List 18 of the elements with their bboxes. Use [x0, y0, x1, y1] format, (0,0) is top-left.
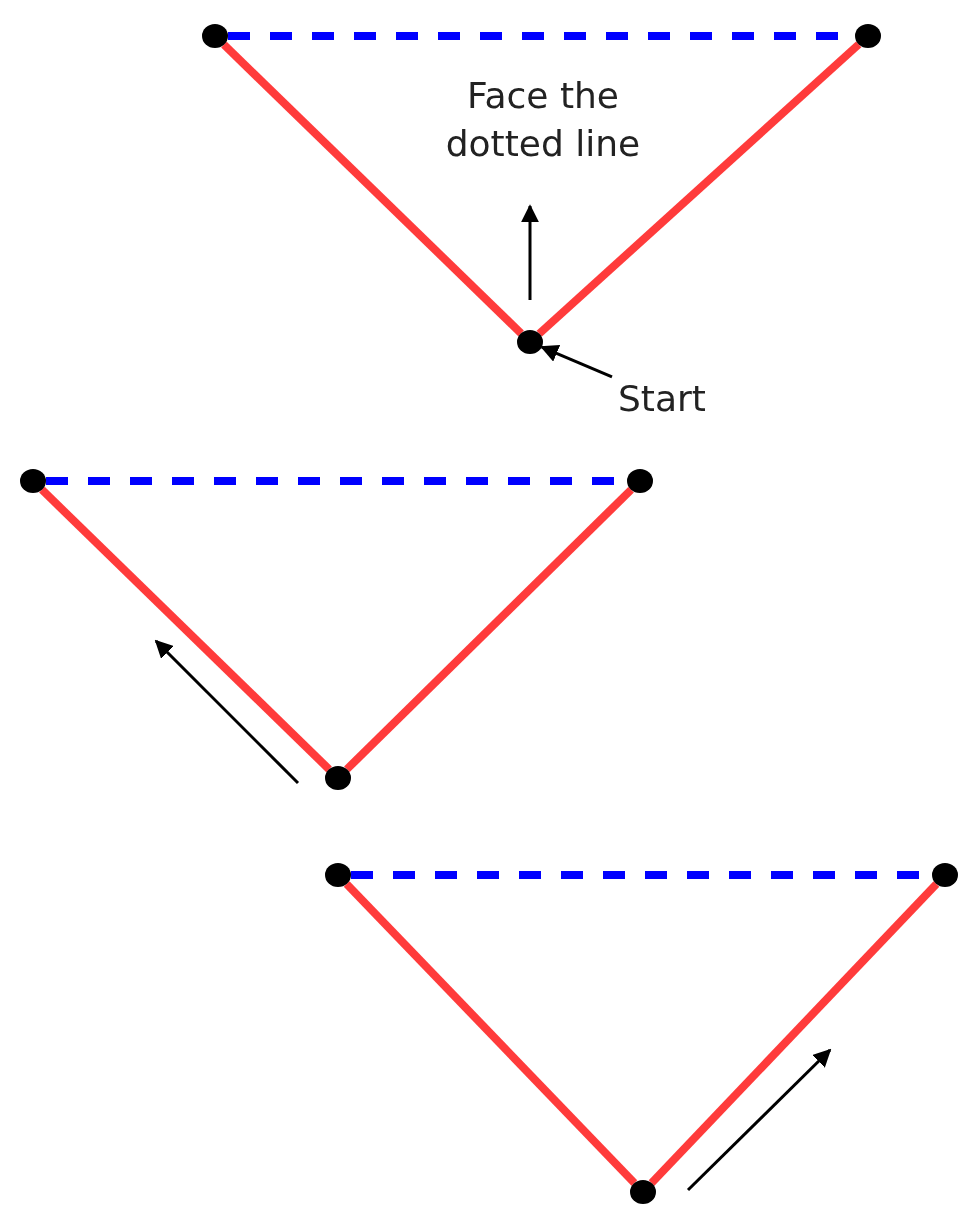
- dot: [325, 863, 351, 887]
- line: [536, 41, 862, 337]
- dot: [202, 24, 228, 48]
- line: [343, 881, 638, 1186]
- dot: [932, 863, 958, 887]
- dot: [630, 1180, 656, 1204]
- line: [648, 881, 940, 1186]
- dot: [627, 469, 653, 493]
- start-label: Start: [612, 376, 712, 420]
- dot: [20, 469, 46, 493]
- dot: [855, 24, 881, 48]
- line: [344, 486, 634, 773]
- leader-line: [540, 345, 613, 379]
- line: [221, 41, 524, 337]
- instruction-text: Face the dotted line: [444, 74, 642, 166]
- dot: [325, 766, 351, 790]
- line: [39, 486, 332, 773]
- dot: [517, 330, 543, 354]
